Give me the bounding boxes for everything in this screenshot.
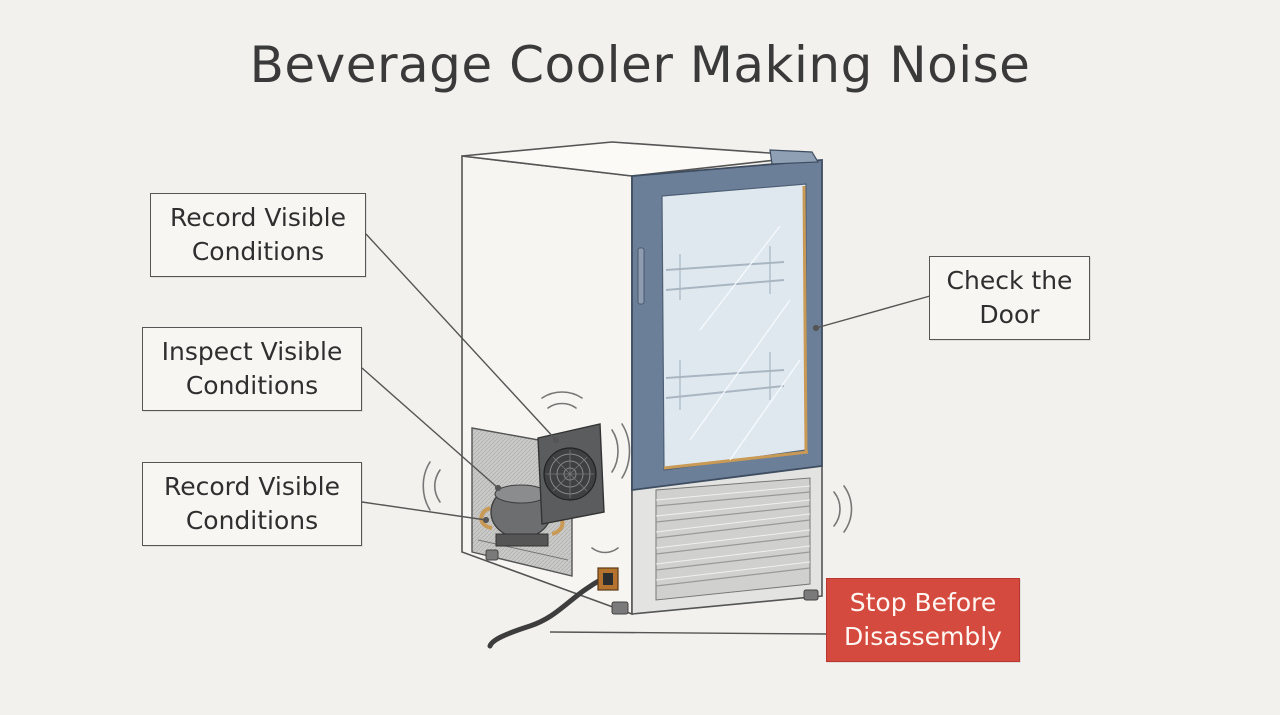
callout-line: Disassembly: [844, 622, 1002, 651]
callout-line: Conditions: [191, 237, 325, 266]
callout-line: Conditions: [185, 506, 319, 535]
callout-record-visible-conditions-top: Record Visible Conditions: [150, 193, 366, 277]
callout-check-the-door: Check the Door: [929, 256, 1090, 340]
callout-line: Door: [979, 300, 1040, 329]
callout-record-visible-conditions-bottom: Record Visible Conditions: [142, 462, 362, 546]
cooler-feet: [485, 549, 819, 615]
callout-line: Record Visible: [170, 203, 346, 232]
leader-lines: [361, 233, 931, 635]
callout-line: Record Visible: [164, 472, 340, 501]
callout-inspect-visible-conditions: Inspect Visible Conditions: [142, 327, 362, 411]
callout-line: Inspect Visible: [161, 337, 343, 366]
diagram-title: Beverage Cooler Making Noise: [249, 36, 1031, 94]
callout-stop-before-disassembly: Stop Before Disassembly: [826, 578, 1020, 662]
callout-line: Check the: [946, 266, 1073, 295]
vibration-marks: [422, 391, 853, 554]
condenser-fan-icon: [537, 423, 605, 525]
power-cord: [487, 567, 619, 649]
glass-reflections: [689, 225, 801, 461]
glass-door: [631, 149, 823, 492]
front-base-vent: [631, 465, 823, 615]
callout-line: Conditions: [185, 371, 319, 400]
callout-line: Stop Before: [849, 588, 997, 617]
